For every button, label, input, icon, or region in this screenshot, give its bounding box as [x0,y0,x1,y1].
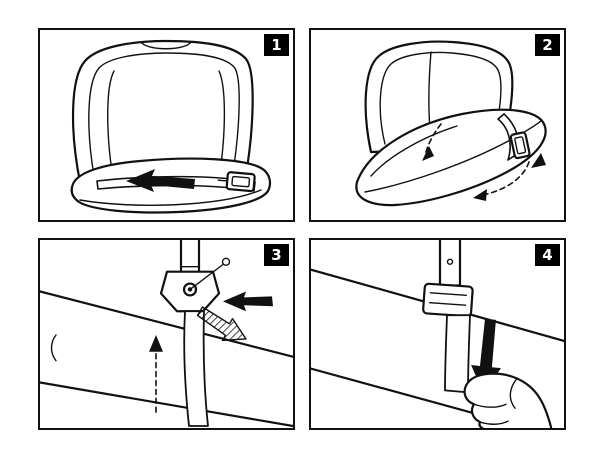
anchor-post [179,240,201,275]
pull-direction-arrow [196,306,247,342]
seat-back [71,39,254,184]
step-number-badge: 2 [535,34,560,56]
step-number: 3 [271,245,282,264]
step-number: 2 [542,35,553,54]
panel-step-4: 4 [309,238,566,430]
seat-cushion-tilted [355,108,547,207]
direction-arrow [126,169,195,192]
seat-edge-lines [40,290,293,428]
strap [183,310,209,427]
panel-2-illustration [355,40,547,207]
panel-3-illustration [40,240,293,428]
step-number: 4 [542,245,553,264]
panel-1-illustration [70,39,272,214]
step-number: 1 [271,35,282,54]
panel-step-1: 1 [38,28,295,222]
routing-arrows [422,123,546,201]
dashed-up-arrow [149,334,163,413]
push-arrow [223,291,273,312]
buckle-icon [509,131,531,160]
step-number-badge: 3 [264,244,289,266]
hand [463,372,553,428]
buckle-icon [217,171,256,193]
panel-4-illustration [311,240,564,428]
buckle-icon [422,282,474,318]
step-number-badge: 4 [535,244,560,266]
strap [444,314,471,394]
panel-step-2: 2 [309,28,566,222]
panel-step-3: 3 [38,238,295,430]
step-number-badge: 1 [264,34,289,56]
anchor-post [438,240,462,287]
